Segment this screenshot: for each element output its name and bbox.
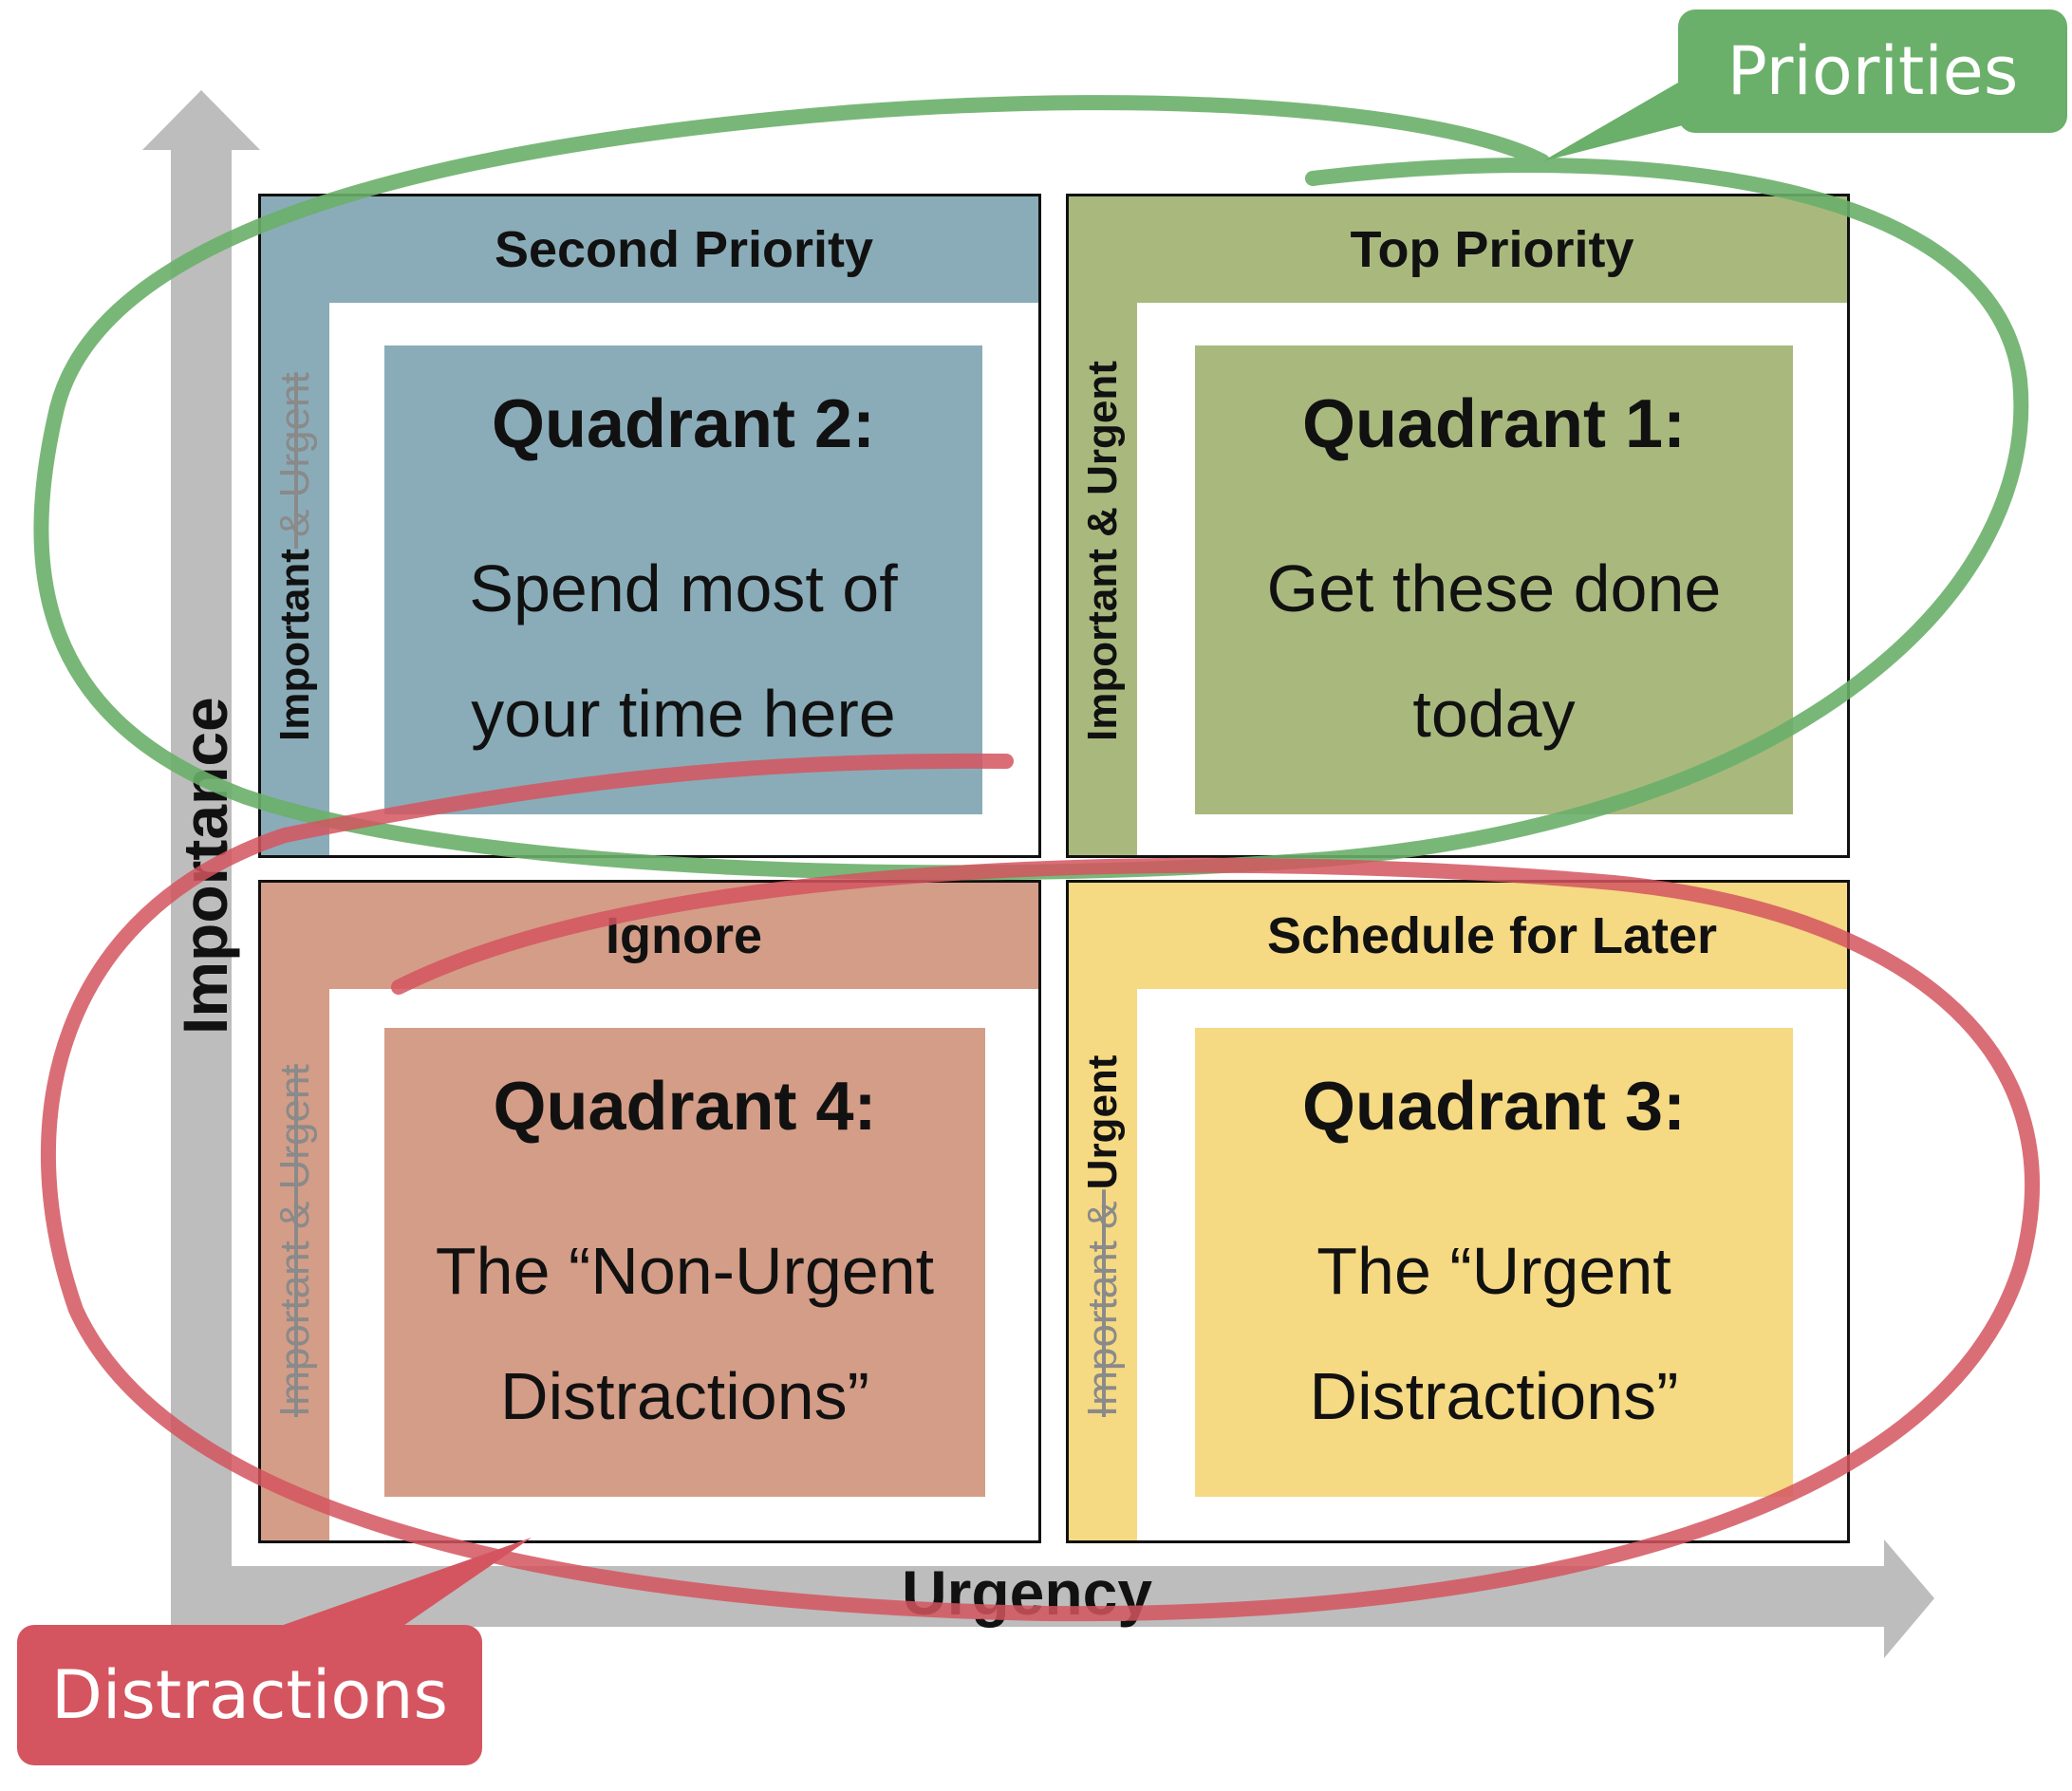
- quadrant-1-title: Top Priority: [1350, 221, 1634, 278]
- quadrant-4-body: The “Non-Urgent Distractions”: [435, 1234, 935, 1433]
- quadrant-1-heading: Quadrant 1:: [1301, 386, 1687, 462]
- quadrant-2-side-label: Important & Urgent: [271, 372, 318, 741]
- urgency-axis-label: Urgency: [902, 1558, 1153, 1628]
- quadrant-2: Second Priority Important & Urgent Quadr…: [258, 194, 1041, 858]
- quadrant-1-card: Quadrant 1: Get these done today: [1195, 345, 1793, 814]
- priorities-callout: Priorities: [1678, 9, 2067, 133]
- quadrant-2-heading: Quadrant 2:: [491, 386, 876, 462]
- importance-axis-label: Importance: [170, 697, 240, 1035]
- quadrant-3-card: Quadrant 3: The “Urgent Distractions”: [1195, 1028, 1793, 1497]
- quadrant-3-side-label: Important & Urgent: [1079, 1054, 1126, 1417]
- quadrant-4: Ignore Important & Urgent Quadrant 4: Th…: [258, 880, 1041, 1543]
- quadrant-3-title: Schedule for Later: [1266, 907, 1718, 964]
- distractions-callout: Distractions: [17, 1625, 482, 1765]
- quadrant-3: Schedule for Later Important & Urgent Qu…: [1066, 880, 1850, 1543]
- quadrant-3-body: The “Urgent Distractions”: [1309, 1234, 1679, 1433]
- quadrant-2-title: Second Priority: [494, 221, 874, 278]
- quadrant-3-heading: Quadrant 3:: [1301, 1069, 1687, 1145]
- quadrant-4-side-label: Important & Urgent: [271, 1064, 318, 1417]
- quadrant-2-card: Quadrant 2: Spend most of your time here: [384, 345, 982, 814]
- quadrant-4-card: Quadrant 4: The “Non-Urgent Distractions…: [384, 1028, 985, 1497]
- quadrant-4-title: Ignore: [605, 907, 762, 964]
- quadrant-1-body: Get these done today: [1266, 551, 1722, 751]
- quadrant-4-heading: Quadrant 4:: [493, 1069, 877, 1145]
- quadrant-2-body: Spend most of your time here: [469, 551, 898, 751]
- quadrant-1: Top Priority Important & Urgent Quadrant…: [1066, 194, 1850, 858]
- quadrant-1-side-label: Important & Urgent: [1079, 361, 1126, 741]
